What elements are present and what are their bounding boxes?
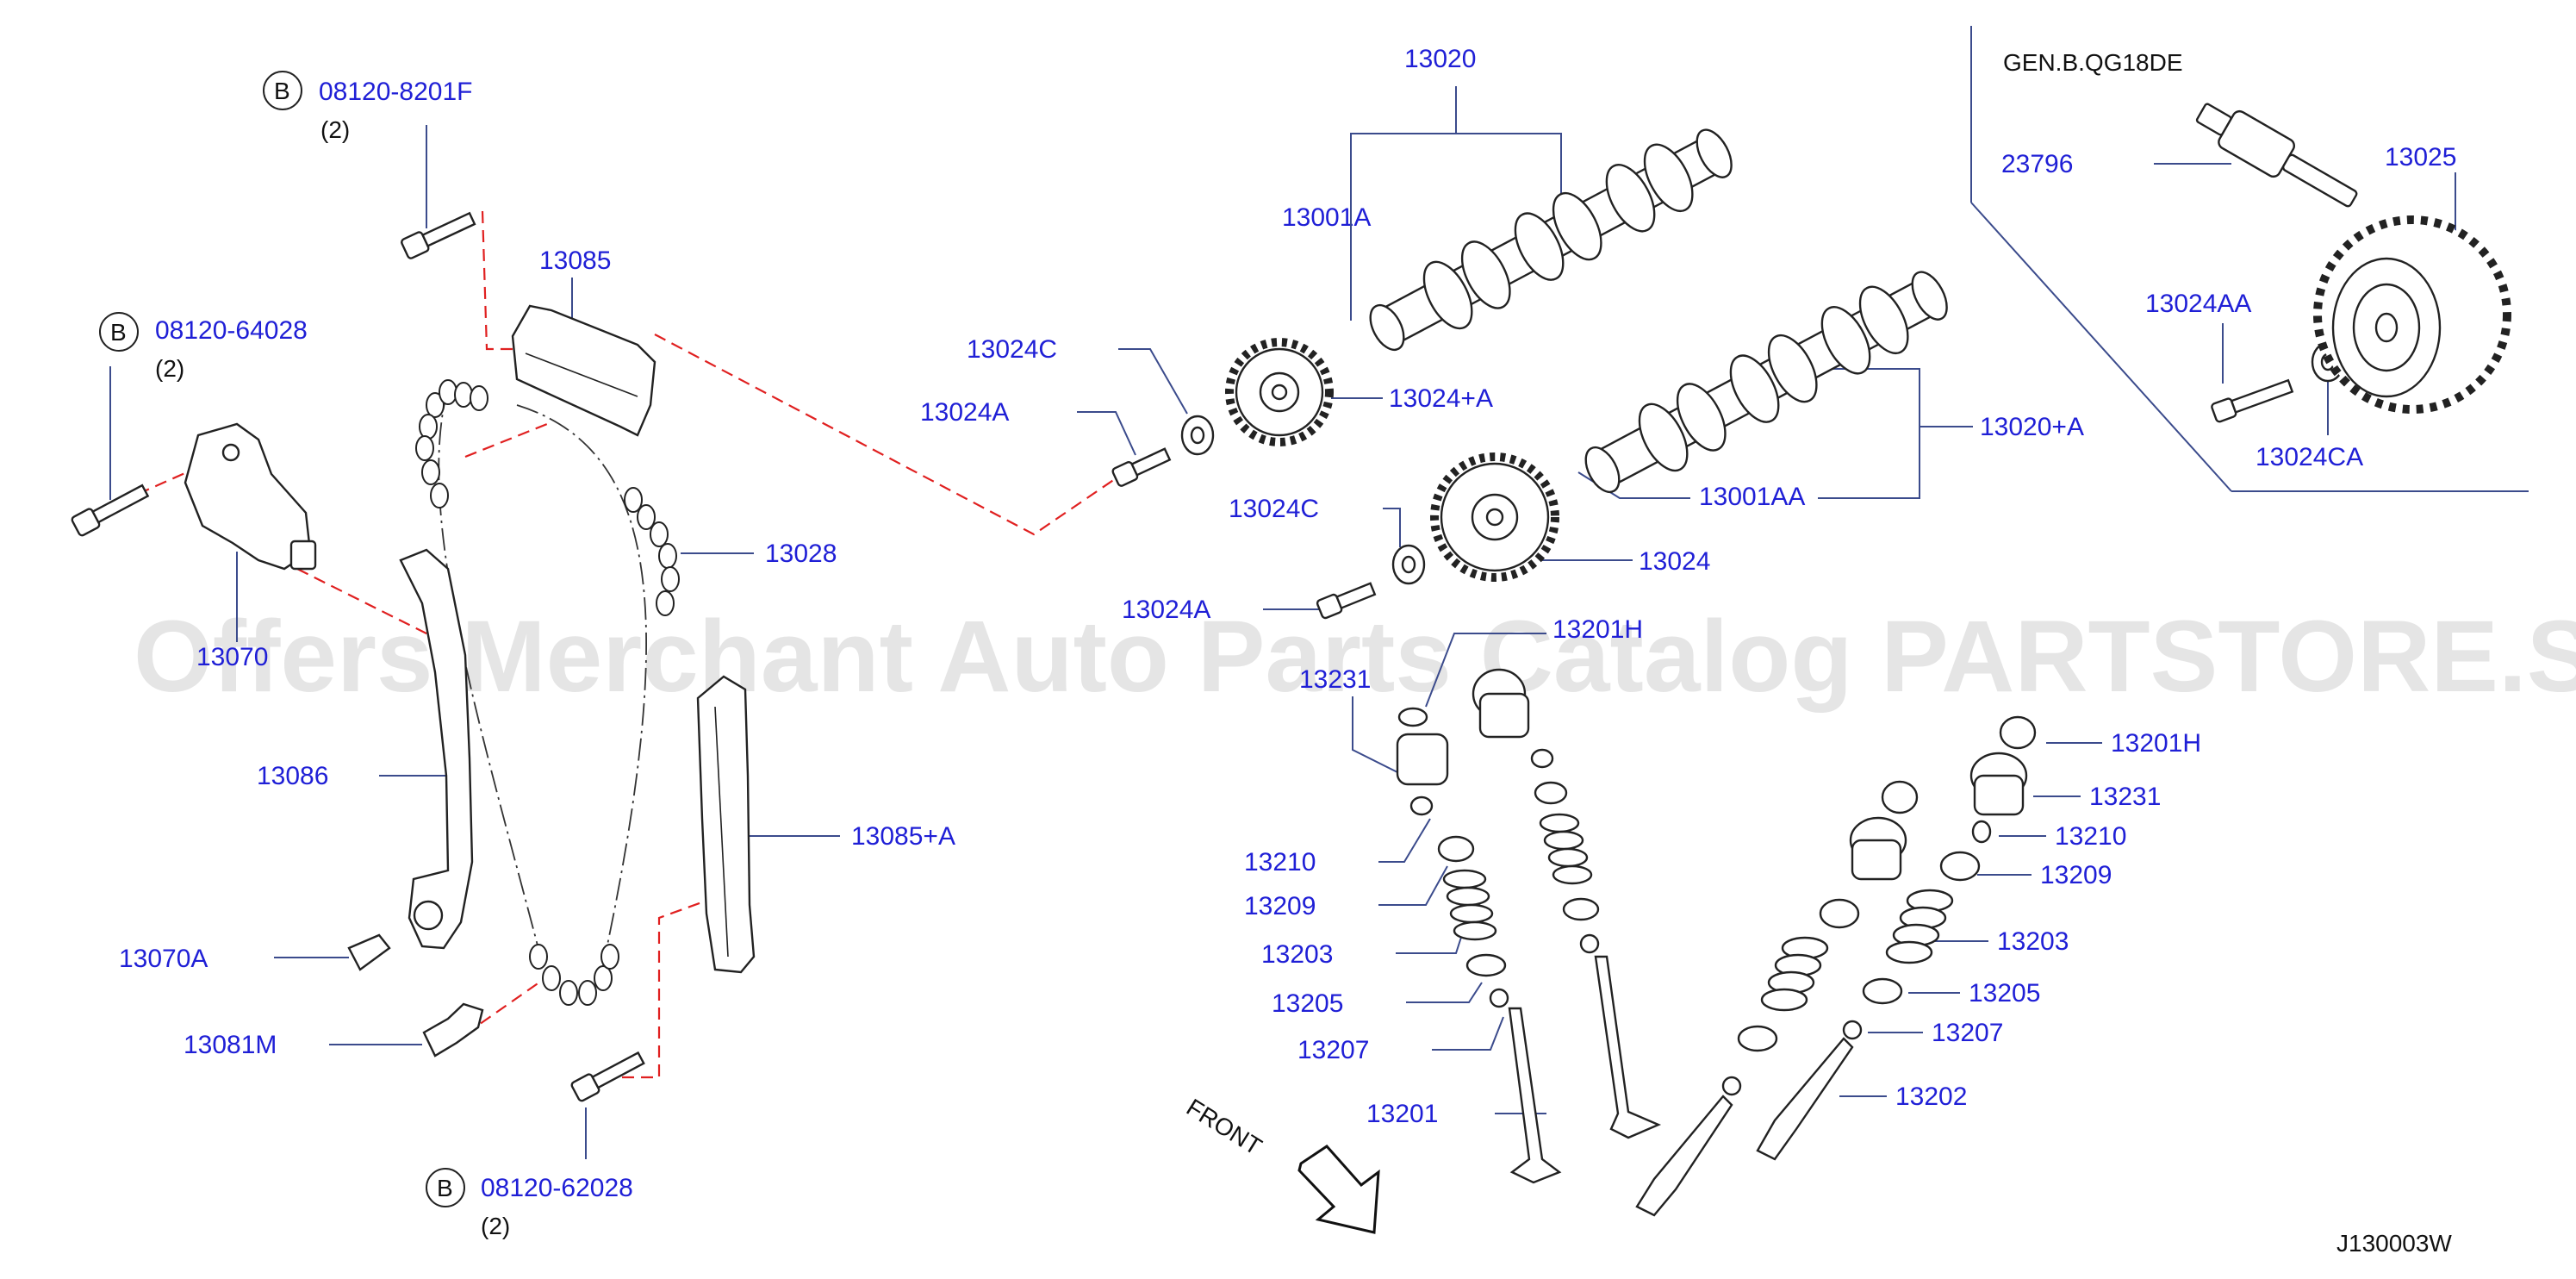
chain-tensioner: [184, 422, 317, 571]
part-label-13024-plus-a[interactable]: 13024+A: [1389, 384, 1493, 413]
qty-label: (2): [481, 1213, 510, 1239]
part-label-13024a[interactable]: 13024A: [920, 398, 1009, 427]
part-label-13024aa[interactable]: 13024AA: [2145, 290, 2251, 318]
part-label-13024[interactable]: 13024: [1639, 547, 1710, 576]
callout-3: B 08120-62028 (2): [426, 1168, 633, 1239]
part-label-13201[interactable]: 13201: [1366, 1100, 1438, 1128]
qty-label: (2): [155, 355, 184, 382]
drawing-code: J130003W: [2336, 1230, 2452, 1257]
engine-note: GEN.B.QG18DE: [2003, 49, 2183, 76]
qty-label: (2): [320, 116, 350, 143]
part-label-13085[interactable]: 13085: [539, 246, 611, 275]
front-label: FRONT: [1182, 1094, 1266, 1160]
part-label-13210-2[interactable]: 13210: [2055, 822, 2126, 851]
camshafts: [1369, 128, 1948, 494]
callout-1: B 08120-8201F (2): [263, 71, 472, 143]
watermark: Offers Merchant Auto Parts Catalog PARTS…: [134, 600, 2576, 714]
part-label-13231-2[interactable]: 13231: [2089, 783, 2161, 811]
part-label-13205[interactable]: 13205: [1272, 989, 1343, 1018]
part-label-13203[interactable]: 13203: [1261, 940, 1333, 969]
part-label-13024c-2[interactable]: 13024C: [1229, 495, 1319, 523]
part-label-13024a-2[interactable]: 13024A: [1122, 596, 1210, 624]
part-label-13024c[interactable]: 13024C: [967, 335, 1057, 364]
inset-border: [1970, 26, 2529, 492]
bolts: [71, 211, 2294, 1102]
part-label-13210[interactable]: 13210: [1244, 848, 1316, 877]
assembly-lines: [120, 210, 1129, 1079]
callout-2: B 08120-64028 (2): [99, 312, 308, 382]
tension-guide: [696, 675, 756, 974]
part-label-13086[interactable]: 13086: [257, 762, 328, 790]
part-label-13202[interactable]: 13202: [1895, 1082, 1967, 1111]
chain-guide-top: [511, 304, 656, 437]
part-label-13205-2[interactable]: 13205: [1969, 979, 2040, 1008]
part-label-13070a[interactable]: 13070A: [119, 945, 208, 973]
callout-mark: B: [437, 1175, 453, 1201]
sprockets: [1225, 338, 1559, 582]
valve-train-left: [1396, 668, 1662, 1184]
part-label-13203-2[interactable]: 13203: [1997, 927, 2069, 956]
part-label-13207[interactable]: 13207: [1297, 1036, 1369, 1064]
part-label-13025[interactable]: 13025: [2385, 143, 2456, 172]
part-label-13201h[interactable]: 13201H: [1552, 615, 1643, 644]
vtc-sprocket: [2313, 215, 2511, 414]
front-arrow-icon: [1297, 1145, 1380, 1234]
timing-chain: [415, 379, 680, 1006]
part-label[interactable]: 08120-64028: [155, 316, 308, 345]
callout-mark: B: [110, 319, 127, 346]
part-label-13028[interactable]: 13028: [765, 540, 837, 568]
part-label-13001aa[interactable]: 13001AA: [1699, 483, 1805, 511]
part-label-13070[interactable]: 13070: [196, 643, 268, 671]
part-label-13001a[interactable]: 13001A: [1282, 203, 1371, 232]
part-label-13207-2[interactable]: 13207: [1932, 1019, 2003, 1047]
valve-train-right: [1635, 715, 2037, 1217]
part-labels: 13085 13070 13086 13070A 13081M 13028 13…: [119, 45, 2456, 1128]
part-label-13020[interactable]: 13020: [1404, 45, 1476, 73]
part-label-23796[interactable]: 23796: [2001, 150, 2073, 178]
part-label-13231[interactable]: 13231: [1299, 665, 1371, 694]
part-label-13209[interactable]: 13209: [1244, 892, 1316, 920]
part-label-13024ca[interactable]: 13024CA: [2256, 443, 2363, 471]
part-label-13201h-2[interactable]: 13201H: [2111, 729, 2201, 758]
part-label-13085a[interactable]: 13085+A: [851, 822, 955, 851]
small-pins: [347, 933, 484, 1058]
slack-guide: [399, 548, 474, 950]
part-label[interactable]: 08120-8201F: [319, 78, 472, 106]
part-label-13020-plus-a[interactable]: 13020+A: [1980, 413, 2084, 441]
part-label-13209-2[interactable]: 13209: [2040, 861, 2112, 889]
part-label[interactable]: 08120-62028: [481, 1174, 633, 1202]
part-label-13081m[interactable]: 13081M: [184, 1031, 277, 1059]
vtc-solenoid: [2195, 103, 2358, 208]
callout-mark: B: [274, 78, 290, 104]
